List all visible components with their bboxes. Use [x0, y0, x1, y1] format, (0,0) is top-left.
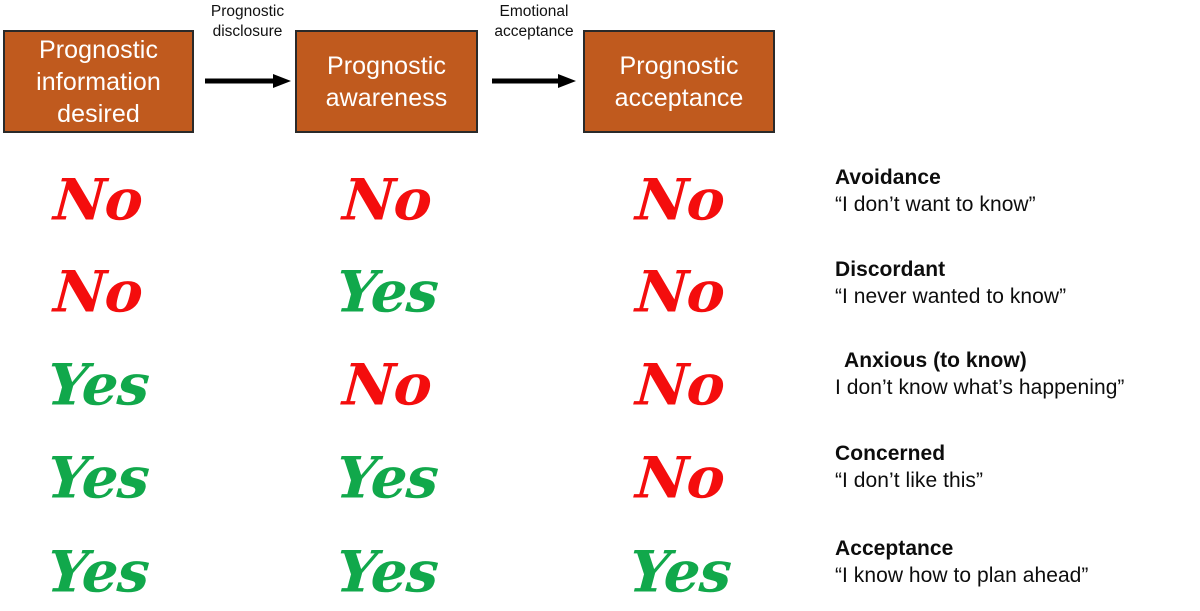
description-block: Acceptance “I know how to plan ahead” [835, 536, 1195, 589]
description-title: Concerned [835, 442, 946, 465]
description-quote: “I know how to plan ahead” [835, 564, 1089, 588]
answer-cell-no: No [340, 166, 434, 234]
answer-cell-no: No [633, 351, 727, 419]
description-quote: “I never wanted to know” [835, 285, 1067, 309]
answer-cell-no: No [340, 351, 434, 419]
description-quote: “I don’t want to know” [835, 193, 1036, 217]
answer-cell-no: No [633, 166, 727, 234]
description-block: Avoidance “I don’t want to know” [835, 165, 1195, 218]
answer-cell-yes: Yes [627, 538, 733, 606]
description-title: Anxious (to know) [844, 349, 1027, 372]
answer-cell-yes: Yes [45, 538, 151, 606]
description-title: Acceptance [835, 537, 954, 560]
description-quote: I don’t know what’s happening” [835, 376, 1125, 400]
answer-cell-no: No [51, 258, 145, 326]
answer-cell-yes: Yes [334, 258, 440, 326]
arrow-right-icon [205, 74, 291, 88]
answer-cell-no: No [633, 444, 727, 512]
flow-box-label: Prognostic acceptance [614, 51, 744, 112]
flow-box-label: Prognostic awareness [325, 51, 448, 112]
description-title: Discordant [835, 258, 946, 281]
transition-label-prognostic-disclosure: Prognostic disclosure [210, 3, 285, 41]
description-block: Concerned “I don’t like this” [835, 441, 1195, 494]
description-block: Discordant “I never wanted to know” [835, 257, 1195, 310]
answer-cell-yes: Yes [45, 351, 151, 419]
answer-cell-yes: Yes [334, 538, 440, 606]
flow-box-prognostic-acceptance: Prognostic acceptance [583, 30, 775, 133]
answer-cell-no: No [51, 166, 145, 234]
transition-label-emotional-acceptance: Emotional acceptance [494, 3, 574, 41]
flow-box-prognostic-awareness: Prognostic awareness [295, 30, 478, 133]
description-title: Avoidance [835, 166, 941, 189]
answer-cell-yes: Yes [334, 444, 440, 512]
flow-box-label: Prognostic information desired [36, 35, 161, 128]
description-block: Anxious (to know) I don’t know what’s hap… [835, 348, 1195, 401]
arrow-right-icon [492, 74, 576, 88]
answer-cell-yes: Yes [45, 444, 151, 512]
flow-box-prognostic-information-desired: Prognostic information desired [3, 30, 194, 133]
answer-cell-no: No [633, 258, 727, 326]
description-quote: “I don’t like this” [835, 469, 984, 493]
